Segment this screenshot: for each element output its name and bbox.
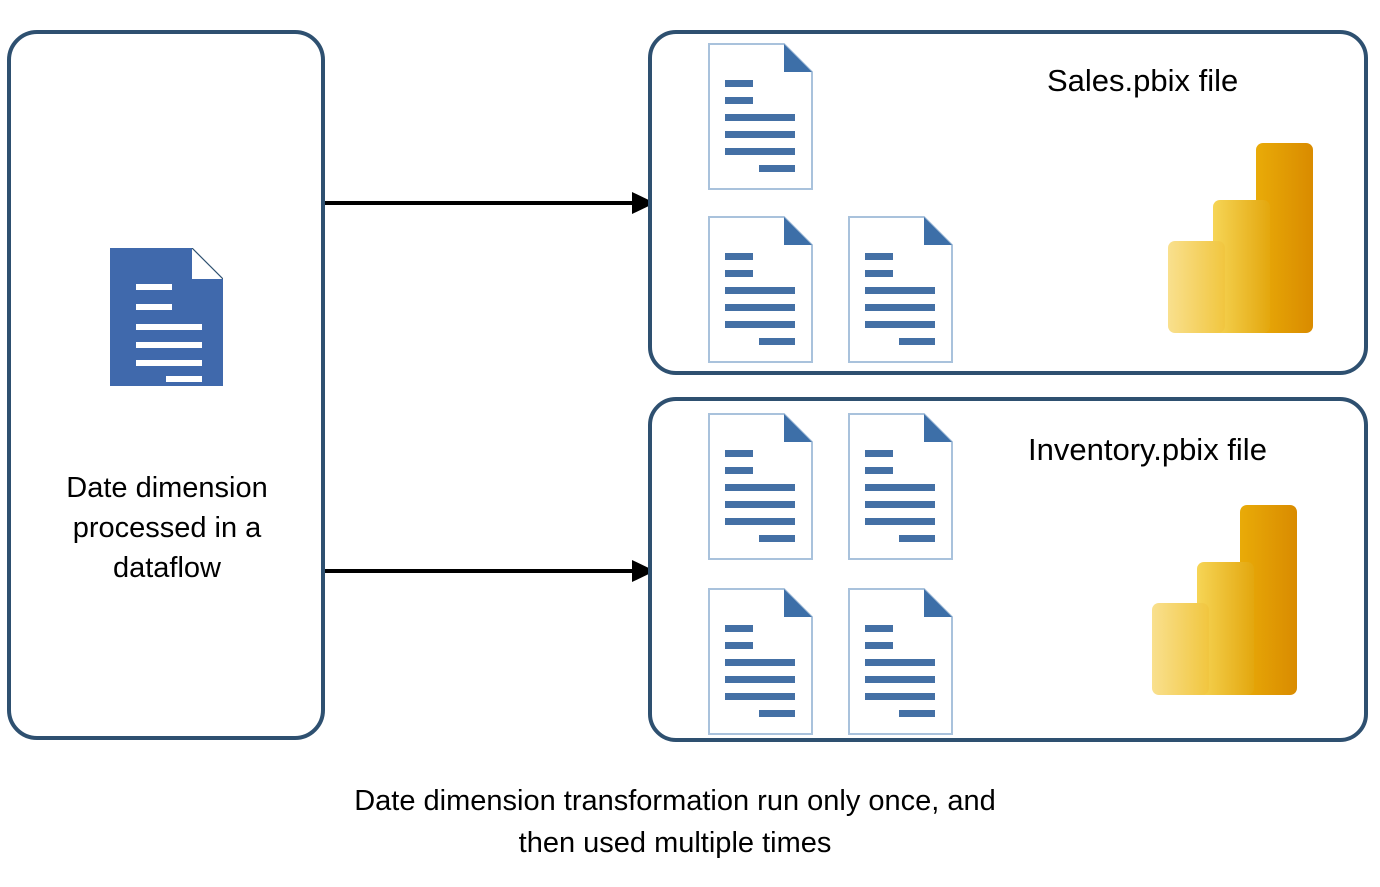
sales-panel-title: Sales.pbix file	[1047, 63, 1239, 98]
document-icon	[708, 413, 813, 560]
blue-document-icon	[110, 248, 223, 386]
document-icon	[848, 216, 953, 363]
power-bi-logo	[1152, 505, 1297, 695]
arrow-to-sales	[325, 192, 655, 214]
source-label: Date dimension processed in a dataflow	[66, 472, 268, 584]
document-icon	[708, 43, 813, 190]
power-bi-logo	[1168, 143, 1313, 333]
document-icon	[708, 216, 813, 363]
document-icon	[848, 413, 953, 560]
document-icon	[848, 588, 953, 735]
arrow-to-inventory	[325, 560, 655, 582]
inventory-panel-title: Inventory.pbix file	[1028, 432, 1267, 467]
diagram-caption: Date dimension transformation run only o…	[354, 785, 996, 859]
document-icon	[708, 588, 813, 735]
